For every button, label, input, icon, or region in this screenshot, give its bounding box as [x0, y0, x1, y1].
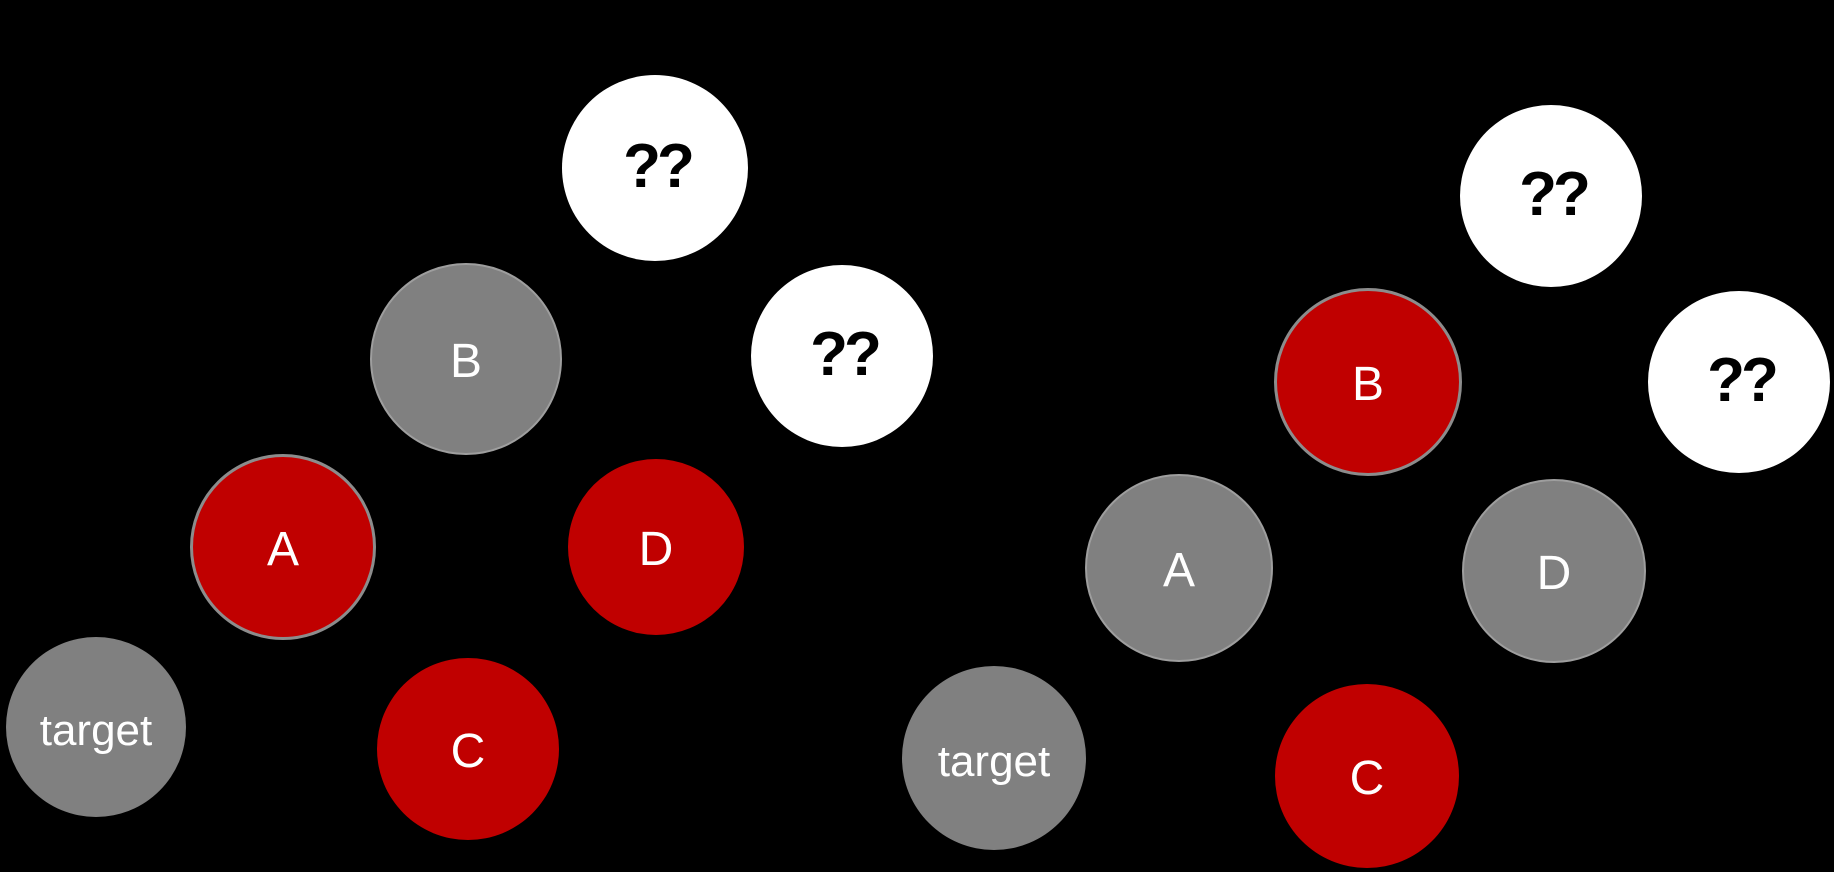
node-label-right-B: B [1351, 358, 1384, 411]
node-label-left-A: A [266, 523, 299, 576]
node-left-A: A [190, 454, 376, 640]
node-right-D: D [1462, 479, 1646, 663]
node-label-right-A: A [1162, 544, 1195, 597]
node-label-right-target: target [937, 737, 1051, 786]
node-right-unknown-top: ?? [1460, 105, 1642, 287]
node-label-right-D: D [1536, 547, 1572, 600]
node-label-left-unknown-top: ?? [623, 132, 695, 201]
node-label-left-unknown-right: ?? [810, 320, 882, 389]
node-left-unknown-top: ?? [562, 75, 748, 261]
node-right-target: target [902, 666, 1086, 850]
node-label-right-C: C [1349, 752, 1385, 805]
node-label-left-D: D [638, 523, 674, 576]
node-label-right-unknown-right: ?? [1707, 346, 1779, 415]
node-label-left-B: B [449, 335, 482, 388]
node-label-right-unknown-top: ?? [1519, 160, 1591, 229]
node-left-C: C [377, 658, 559, 840]
node-right-C: C [1275, 684, 1459, 868]
node-left-target: target [6, 637, 186, 817]
node-right-B: B [1274, 288, 1462, 476]
node-left-B: B [370, 263, 562, 455]
node-label-left-target: target [39, 706, 153, 755]
node-label-left-C: C [450, 725, 486, 778]
node-left-unknown-right: ?? [751, 265, 933, 447]
node-left-D: D [568, 459, 744, 635]
node-right-A: A [1085, 474, 1273, 662]
node-right-unknown-right: ?? [1648, 291, 1830, 473]
